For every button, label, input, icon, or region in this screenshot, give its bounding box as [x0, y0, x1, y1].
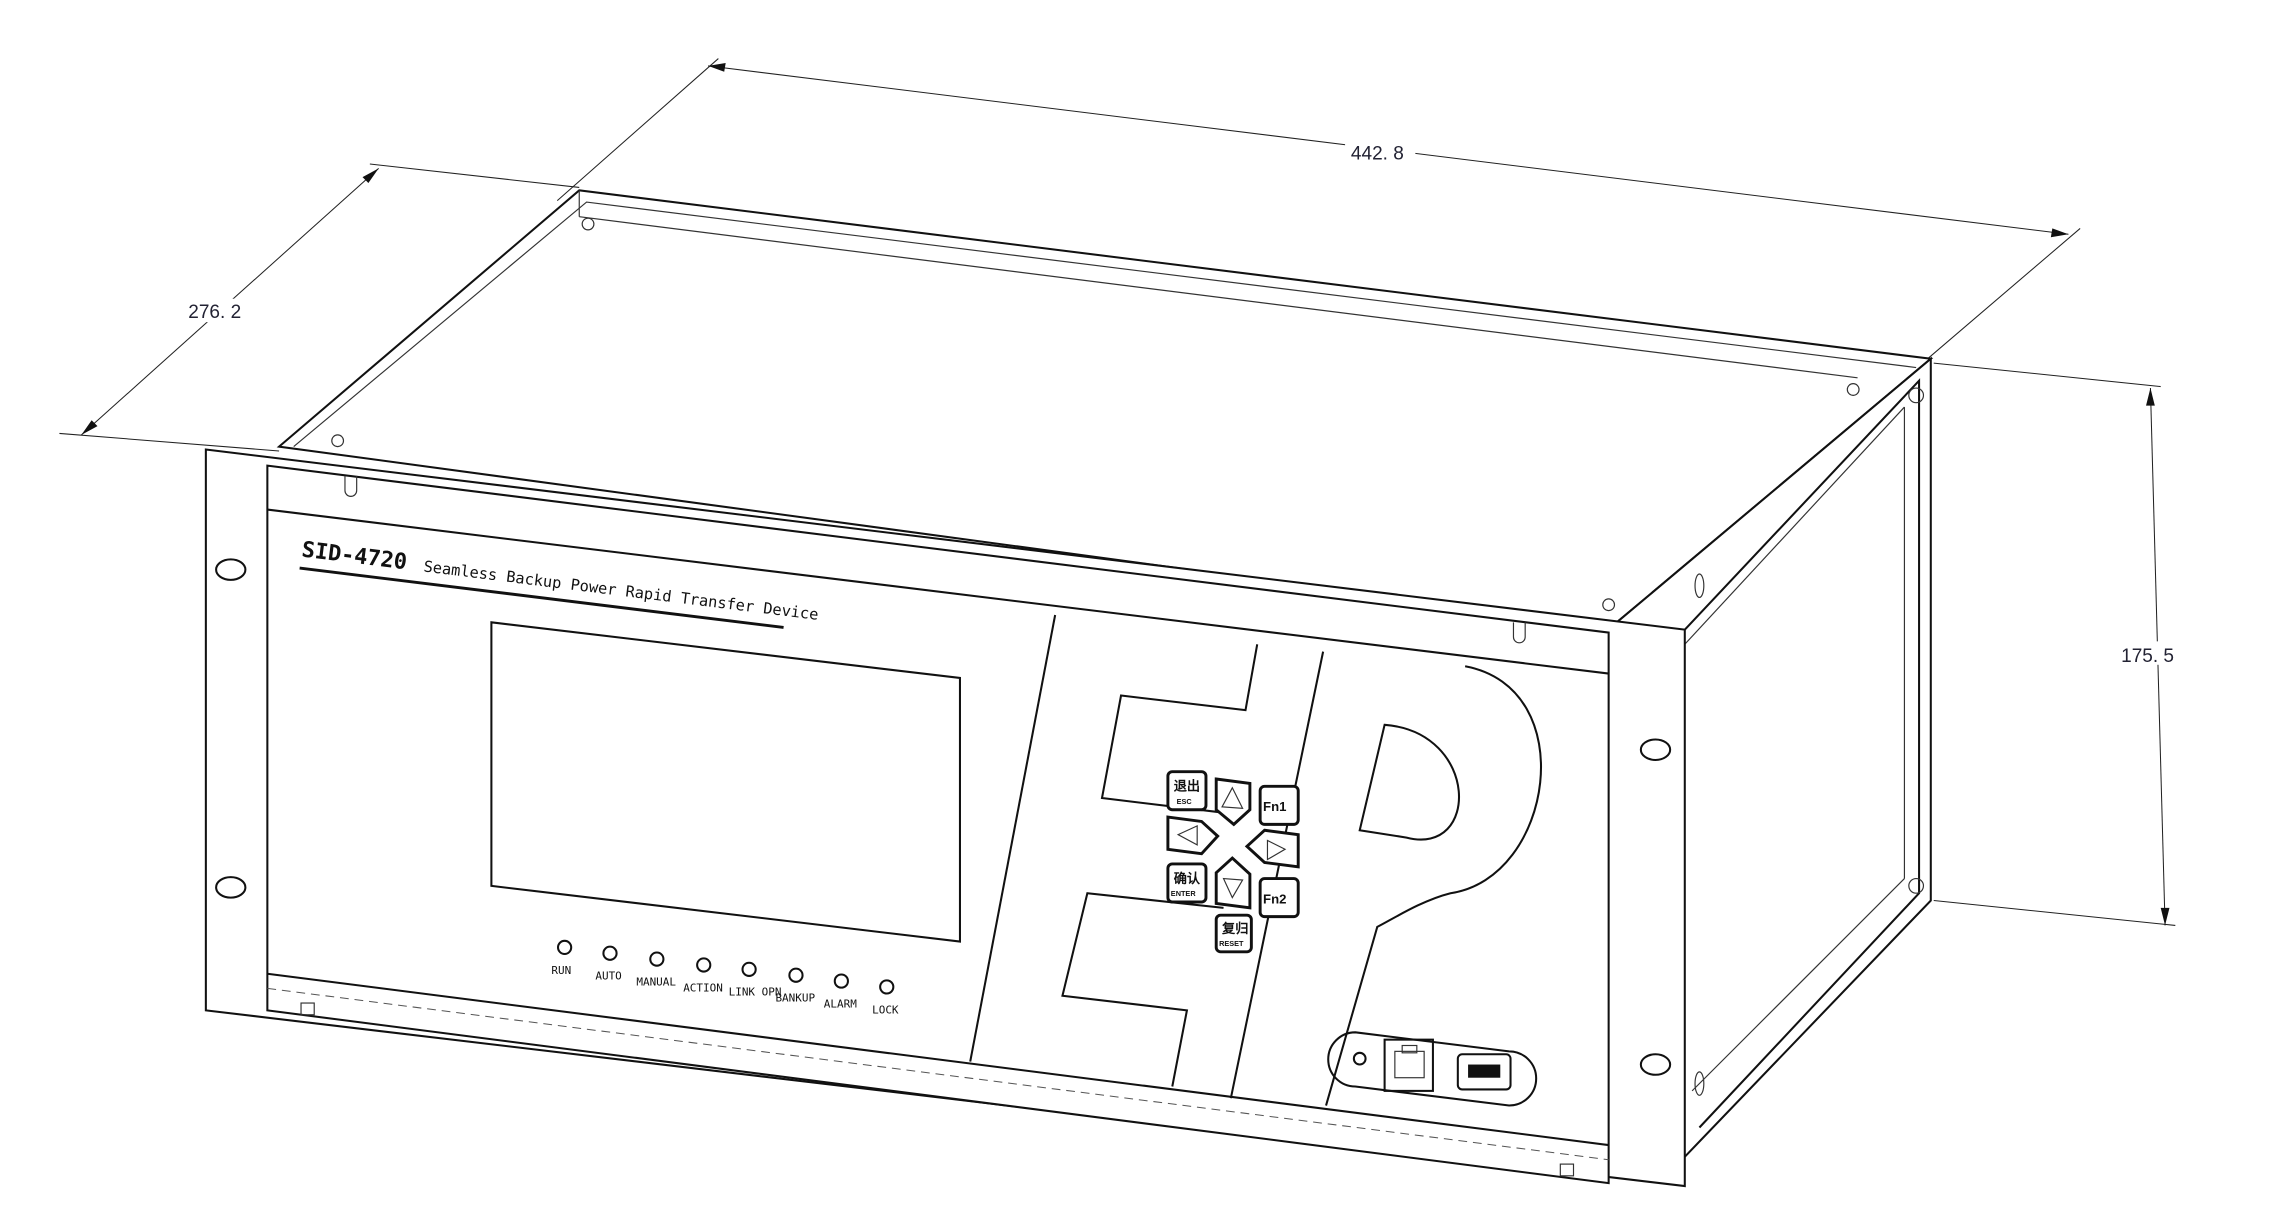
mount-hole [1639, 738, 1672, 761]
reset-button[interactable]: 复归 RESET [1214, 913, 1253, 954]
lcd-screen [490, 621, 961, 943]
mount-hole [215, 558, 247, 581]
led-bankup: BANKUP [775, 967, 815, 1005]
dimension-height: 175. 5 [1933, 362, 2189, 926]
svg-text:BANKUP: BANKUP [775, 992, 815, 1005]
down-button[interactable] [1214, 856, 1252, 910]
led-alarm: ALARM [824, 973, 857, 1010]
svg-text:Fn2: Fn2 [1263, 891, 1286, 906]
svg-text:ACTION: ACTION [683, 981, 723, 994]
fn2-button[interactable]: Fn2 [1258, 877, 1300, 919]
led-manual: MANUAL [636, 951, 676, 988]
led-link-opn: LINK OPN [729, 961, 782, 999]
svg-text:LINK OPN: LINK OPN [729, 986, 782, 999]
right-button[interactable] [1244, 828, 1300, 869]
dimension-width: 442. 8 [556, 58, 2081, 367]
usb-port[interactable] [1456, 1053, 1512, 1091]
arrow-up-icon [1221, 786, 1244, 809]
left-button[interactable] [1166, 815, 1220, 856]
led-indicators: RUN AUTO MANUAL ACTION LINK OPN BANKUP A… [551, 939, 899, 1016]
arrow-left-icon [1176, 824, 1198, 846]
keypad: 退出 ESC Fn1 确认 ENTER Fn2 [1166, 770, 1300, 954]
led-action: ACTION [683, 957, 723, 994]
arrow-right-icon [1266, 839, 1287, 861]
svg-text:ENTER: ENTER [1171, 889, 1197, 898]
led-run: RUN [551, 939, 573, 977]
mount-hole [215, 876, 247, 899]
svg-text:ESC: ESC [1177, 797, 1193, 806]
fn1-button[interactable]: Fn1 [1258, 784, 1300, 826]
indicator-hole [1352, 1051, 1367, 1066]
svg-text:RUN: RUN [551, 964, 571, 977]
led-lock: LOCK [872, 979, 899, 1016]
height-label: 175. 5 [2121, 646, 2174, 667]
svg-text:MANUAL: MANUAL [636, 975, 676, 988]
width-label: 442. 8 [1351, 144, 1404, 165]
up-button[interactable] [1214, 777, 1252, 827]
depth-label: 276. 2 [188, 302, 241, 323]
svg-text:AUTO: AUTO [595, 970, 621, 983]
led-auto: AUTO [595, 945, 622, 983]
arrow-down-icon [1222, 877, 1244, 899]
svg-text:Fn1: Fn1 [1263, 799, 1286, 814]
svg-text:LOCK: LOCK [872, 1003, 899, 1016]
dimension-depth: 276. 2 [59, 163, 580, 452]
svg-text:复归: 复归 [1221, 920, 1248, 936]
esc-button[interactable]: 退出 ESC [1166, 770, 1208, 812]
mount-hole [1639, 1053, 1672, 1076]
ep-logo [969, 614, 1542, 1106]
ethernet-port[interactable] [1383, 1038, 1434, 1092]
enter-button[interactable]: 确认 ENTER [1166, 862, 1208, 904]
svg-text:RESET: RESET [1219, 939, 1244, 948]
port-panel [1327, 1031, 1538, 1107]
svg-text:确认: 确认 [1174, 870, 1201, 886]
svg-text:退出: 退出 [1174, 778, 1200, 794]
svg-text:ALARM: ALARM [824, 997, 857, 1010]
